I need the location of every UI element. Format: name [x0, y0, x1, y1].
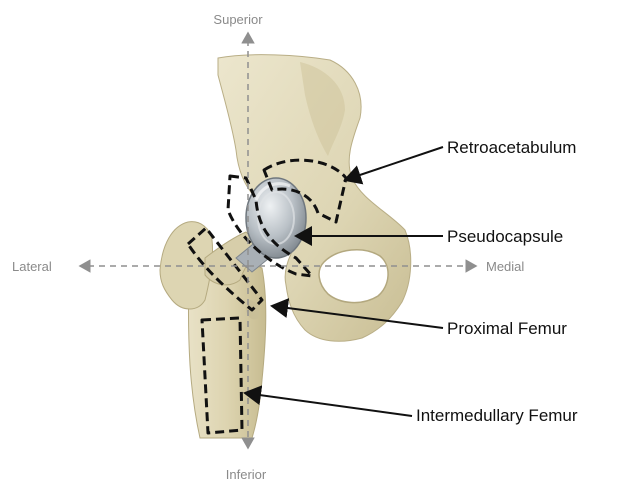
label-retroacetabulum: Retroacetabulum	[447, 138, 576, 157]
axis-label-lateral: Lateral	[12, 259, 52, 274]
axis-label-inferior: Inferior	[226, 467, 267, 482]
leader-retroacetabulum	[345, 147, 443, 180]
axis-label-superior: Superior	[213, 12, 263, 27]
axis-label-medial: Medial	[486, 259, 524, 274]
label-proximal-femur: Proximal Femur	[447, 319, 567, 338]
label-intermedullary-femur: Intermedullary Femur	[416, 406, 578, 425]
obturator-foramen	[319, 250, 388, 303]
leader-intermedullary-femur	[245, 393, 412, 416]
label-pseudocapsule: Pseudocapsule	[447, 227, 563, 246]
